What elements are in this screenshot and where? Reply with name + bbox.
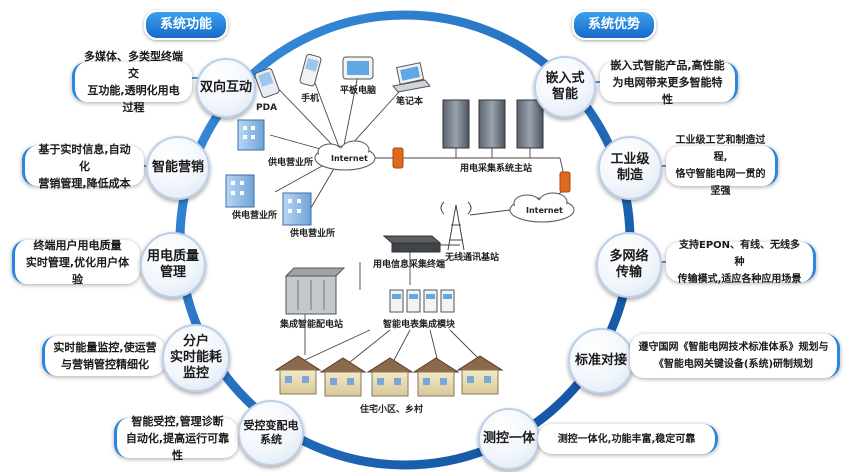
function-desc: 多媒体、多类型终端交 互功能,透明化用电过程 [84,50,183,114]
advantage-desc: 遵守国网《智能电网技术标准体系》规划与 《智能电网关键设备(系统)研制规划 [638,342,829,370]
advantage-callout: 测控一体化,功能丰富,稳定可靠 [538,424,718,454]
advantage-desc: 工业级工艺和制造过程, 恪守智能电网一贯的坚强 [675,135,766,197]
collector-terminal-icon [382,235,442,253]
bubble-label: 智能营销 [151,160,204,175]
function-bubble-marketing: 智能营销 [146,136,210,200]
advantage-bubble-industrial: 工业级 制造 [598,136,662,200]
server-rack-icon [442,99,544,149]
advantage-desc: 支持EPON、有线、无线多种 传输模式,适应各种应用场景 [677,239,802,285]
bubble-label: 分户 实时能耗 监控 [169,334,222,381]
function-bubble-substation: 受控变配电 系统 [238,400,304,466]
meter-module-icon [389,289,455,313]
function-bubble-energy: 分户 实时能耗 监控 [162,324,230,392]
office-label: 供电营业所 [231,209,277,221]
bubble-label: 工业级 制造 [610,152,650,183]
base-station-label: 无线通讯基站 [444,251,499,263]
function-bubble-quality: 用电质量 管理 [140,232,206,298]
substation-icon [284,267,346,315]
function-callout: 基于实时信息,自动化 营销管理,降低成本 [22,143,144,190]
system-advantages-header: 系统优势 [572,10,657,40]
bubble-label: 嵌入式 智能 [545,71,585,102]
function-desc: 智能受控,管理诊断 自动化,提高运行可靠性 [125,414,230,462]
tablet-label: 平板电脑 [340,84,376,96]
function-callout: 实时能量监控,使运营 与营销管控精细化 [42,336,165,376]
house-icon [366,357,414,397]
function-desc: 终端用户用电质量 实时管理,优化用户体验 [25,238,130,286]
advantage-bubble-network: 多网络 传输 [596,232,662,298]
main-station-label: 用电采集系统主站 [459,162,532,174]
internet-cloud-1 [314,140,376,171]
phone-icon [299,53,322,87]
internet-label: Internet [331,154,368,163]
advantage-callout: 遵守国网《智能电网技术标准体系》规划与 《智能电网关键设备(系统)研制规划 [630,334,840,378]
firewall-icon [392,147,404,169]
phone-label: 手机 [301,92,319,104]
advantage-callout: 嵌入式智能产品,高性能 为电网带来更多智能特性 [600,59,738,106]
office-building-icon [225,174,255,208]
bubble-label: 测控一体 [482,431,535,446]
laptop-label: 笔记本 [396,95,424,107]
function-callout: 多媒体、多类型终端交 互功能,透明化用电过程 [72,50,192,114]
internet-cloud-2 [509,192,575,223]
pda-label: PDA [256,103,277,113]
office-label: 供电营业所 [289,227,335,239]
function-callout: 智能受控,管理诊断 自动化,提高运行可靠性 [114,415,238,462]
house-icon [456,355,504,395]
function-bubble-interaction: 双向互动 [196,58,256,118]
advantage-callout: 支持EPON、有线、无线多种 传输模式,适应各种应用场景 [666,240,816,285]
pda-icon [254,68,280,98]
bubble-label: 用电质量 管理 [146,249,199,280]
function-callout: 终端用户用电质量 实时管理,优化用户体验 [12,239,140,286]
office-label: 供电营业所 [267,156,313,168]
bubble-label: 多网络 传输 [609,249,649,280]
bubble-label: 受控变配电 系统 [243,419,299,446]
advantage-desc: 嵌入式智能产品,高性能 为电网带来更多智能特性 [610,58,725,106]
function-desc: 实时能量监控,使运营 与营销管控精细化 [53,341,157,371]
radio-tower-icon [440,201,472,251]
advantage-bubble-standard: 标准对接 [568,328,634,394]
collector-label: 用电信息采集终端 [372,258,445,270]
house-icon [412,357,460,397]
office-building-icon [282,192,312,226]
advantage-desc: 测控一体化,功能丰富,稳定可靠 [557,433,696,445]
house-icon [274,355,322,395]
office-building-icon [237,119,265,151]
bubble-label: 双向互动 [199,80,252,95]
substation-label: 集成智能配电站 [279,318,343,330]
internet-label: Internet [526,206,563,215]
advantage-callout: 工业级工艺和制造过程, 恪守智能电网一贯的坚强 [666,135,778,197]
advantage-bubble-embedded: 嵌入式 智能 [534,56,596,118]
residential-label: 住宅小区、乡村 [360,403,423,415]
laptop-icon [392,62,431,93]
meter-module-label: 智能电表集成模块 [383,318,456,330]
firewall-icon [559,171,571,193]
advantage-bubble-integrated: 测控一体 [478,408,540,470]
house-icon [319,357,367,397]
system-functions-header: 系统功能 [144,10,229,40]
bubble-label: 标准对接 [574,353,627,368]
tablet-icon [342,56,374,80]
function-desc: 基于实时信息,自动化 营销管理,降低成本 [38,142,131,190]
